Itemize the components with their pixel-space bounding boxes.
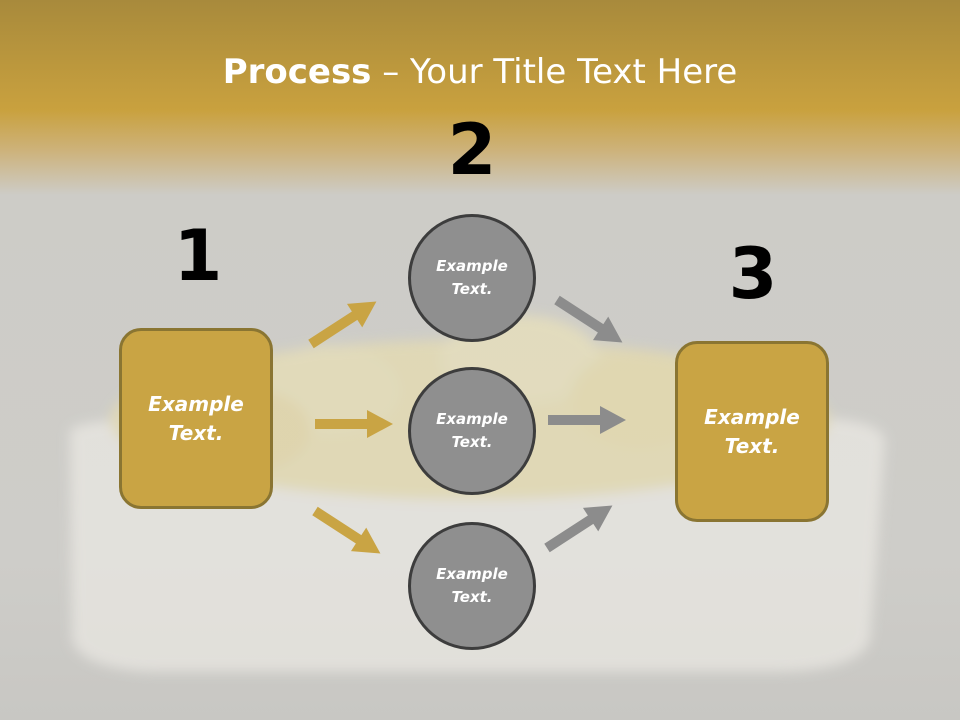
circle-bottom-text: Example Text. <box>436 565 508 606</box>
arrow-gold-right <box>315 410 393 438</box>
step-number-2: 2 <box>447 109 497 191</box>
step-3-box: Example Text. <box>675 341 829 522</box>
arrow-gray-up <box>539 493 621 560</box>
title-bold-text: Process <box>222 52 372 92</box>
circle-middle-text: Example Text. <box>436 410 508 451</box>
slide-title: Process – Your Title Text Here <box>0 52 960 92</box>
step-1-box: Example Text. <box>119 328 273 509</box>
arrow-gold-down <box>307 499 389 566</box>
step-3-text: Example Text. <box>704 404 800 458</box>
arrow-gray-down <box>549 288 631 355</box>
step-2-circle-top: Example Text. <box>408 214 536 342</box>
circle-top-text: Example Text. <box>436 257 508 298</box>
step-number-3: 3 <box>728 233 778 315</box>
step-number-1: 1 <box>173 215 223 297</box>
step-2-circle-bottom: Example Text. <box>408 522 536 650</box>
step-1-text: Example Text. <box>148 391 244 445</box>
arrow-gold-up <box>303 289 385 356</box>
title-rest-text: – Your Title Text Here <box>371 52 738 92</box>
arrow-gray-right <box>548 406 626 434</box>
step-2-circle-middle: Example Text. <box>408 367 536 495</box>
